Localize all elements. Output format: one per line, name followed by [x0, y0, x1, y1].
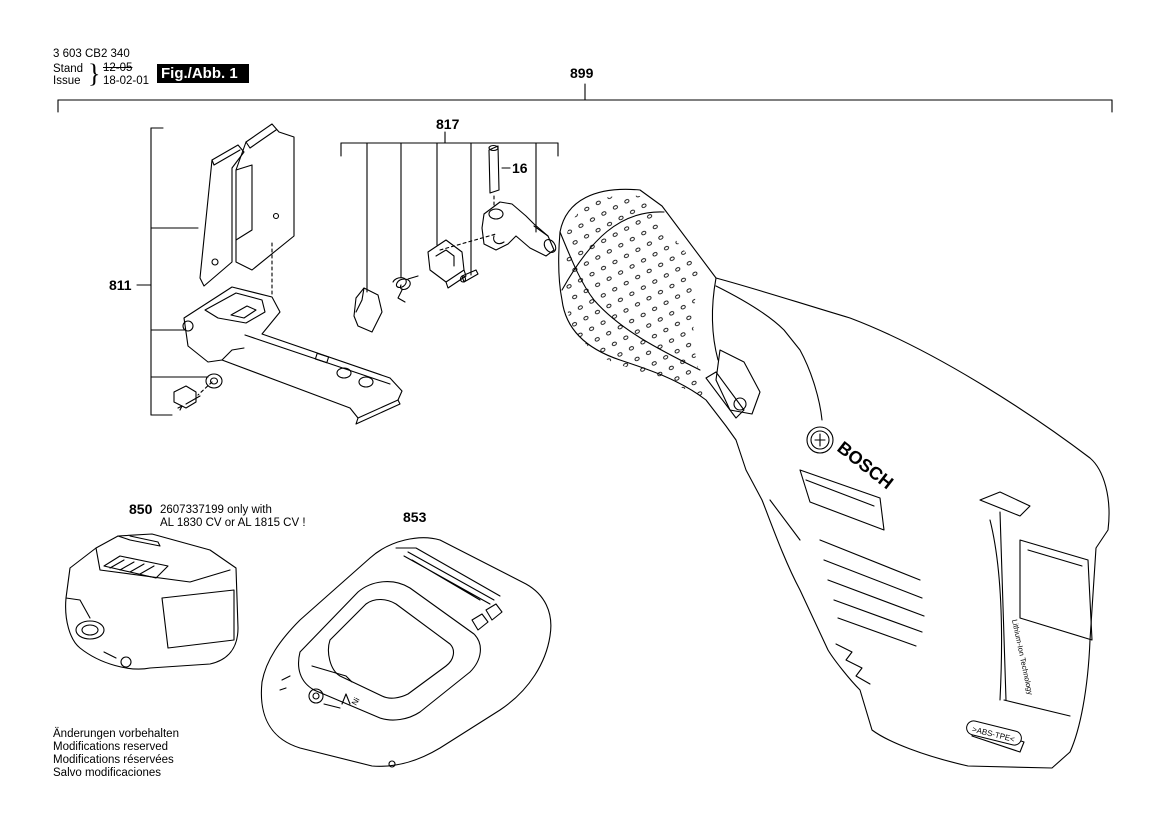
doc-number: 3 603 CB2 340 [53, 48, 130, 60]
battery-note-line1: 2607337199 only with [160, 504, 272, 516]
lock-lever-part [439, 201, 557, 257]
old-date: 12-05 [103, 62, 133, 74]
disclaimer-fr: Modifications réservées [53, 754, 174, 766]
charger-part [260, 537, 552, 768]
small-pin-part [459, 269, 479, 283]
spring-part [392, 275, 419, 303]
callout-850: 850 [129, 501, 153, 517]
screw-washer-part [173, 373, 223, 411]
header-brace: } [88, 59, 101, 88]
stand-label: Stand [53, 63, 84, 75]
lock-cap-part [353, 287, 383, 333]
battery-note-line2: AL 1830 CV or AL 1815 CV ! [160, 517, 306, 529]
battery-part [65, 533, 239, 670]
figure-label: Fig./Abb. 1 [157, 64, 249, 83]
belt-clip-part [199, 123, 295, 287]
clip-body-part [182, 242, 403, 425]
lock-slider-part [427, 239, 467, 289]
disclaimer-de: Änderungen vorbehalten [53, 728, 179, 740]
callout-853: 853 [403, 509, 427, 525]
new-date: 18-02-01 [103, 75, 150, 87]
callout-817: 817 [436, 116, 460, 132]
side-marking-text: Lithium-Ion Technology [1010, 619, 1035, 696]
disclaimer-es: Salvo modificaciones [53, 767, 162, 779]
disclaimer-en: Modifications reserved [53, 741, 169, 753]
charger-indicator-text: Ni [350, 696, 362, 707]
grip-texture [566, 195, 710, 400]
bracket-811 [136, 127, 209, 416]
callout-811: 811 [109, 277, 132, 293]
callout-899: 899 [570, 65, 594, 81]
bracket-817 [340, 131, 559, 293]
issue-label: Issue [53, 75, 81, 87]
pin-16-part [488, 144, 500, 209]
bracket-899 [57, 83, 1113, 113]
abs-tpe-marking: >ABS-TPE< [966, 720, 1022, 746]
callout-16: 16 [512, 160, 528, 176]
